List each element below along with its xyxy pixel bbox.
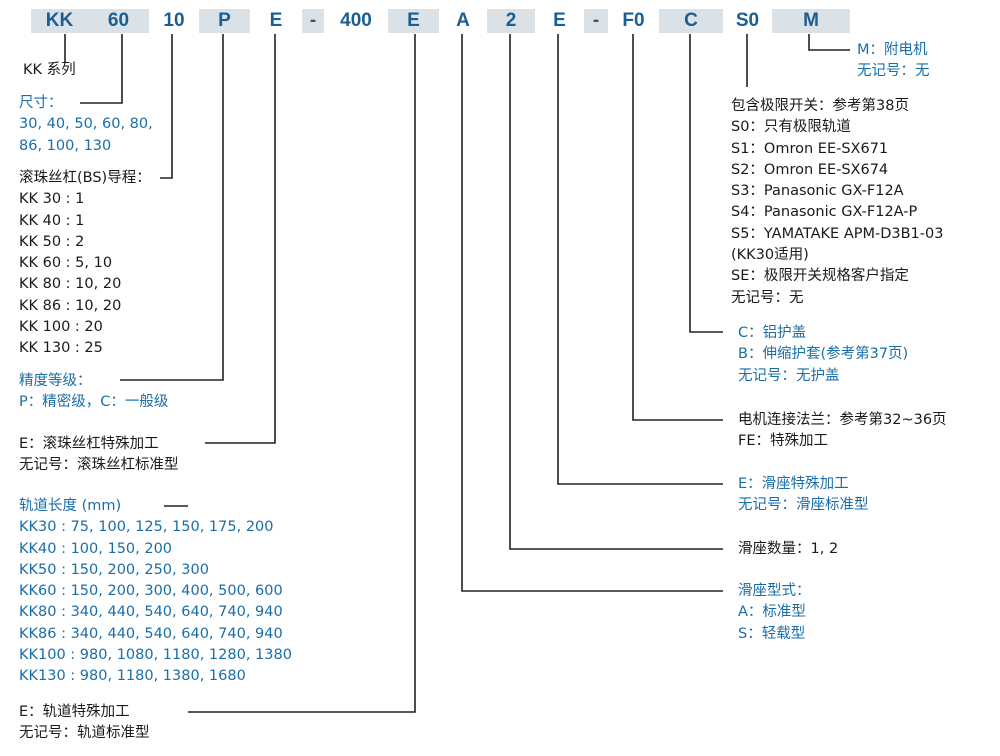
lead-line: KK 80 : 10, 20 (19, 276, 122, 293)
slider-special-line: 无记号：滑座标准型 (738, 497, 869, 514)
code-segment-motor: M (772, 9, 850, 33)
limit-switch-line: S0：只有极限轨道 (731, 119, 851, 136)
code-segment-screw-special: E (269, 10, 283, 31)
screw-special-line: E：滚珠丝杠特殊加工 (19, 436, 159, 452)
code-segment-accuracy: P (199, 9, 250, 33)
code-segment-rail-special: E (388, 9, 439, 33)
code-segment-dash-1: - (302, 9, 324, 33)
slider-special-block: E：滑座特殊加工 无记号：滑座标准型 (738, 474, 869, 517)
lead-line: KK 30 : 1 (19, 191, 85, 208)
slider-count-block: 滑座数量：1, 2 (738, 539, 838, 560)
lead-line: KK 100 : 20 (19, 319, 103, 336)
slider-type-line: S：轻载型 (738, 625, 806, 642)
lead-line: KK 50 : 2 (19, 233, 85, 250)
rail-length-line: KK50 : 150, 200, 250, 300 (19, 561, 209, 578)
limit-switch-line: 无记号：无 (731, 289, 804, 306)
limit-switch-line: S4：Panasonic GX-F12A-P (731, 204, 918, 221)
rail-special-block: E：轨道特殊加工 无记号：轨道标准型 (19, 702, 150, 745)
rail-length-line: KK60 : 150, 200, 300, 400, 500, 600 (19, 583, 283, 600)
code-segment-flange: F0 (622, 10, 645, 31)
lead-line: KK 40 : 1 (19, 212, 85, 229)
rail-length-line: KK86 : 340, 440, 540, 640, 740, 940 (19, 625, 283, 642)
limit-switch-line: 包含极限开关：参考第38页 (731, 98, 909, 114)
screw-special-line: 无记号：滚珠丝杠标准型 (19, 457, 179, 474)
size-line: 86, 100, 130 (19, 137, 112, 154)
code-segment-slider-special: E (553, 10, 566, 31)
motor-line: 无记号：无 (857, 63, 930, 80)
rail-special-line: 无记号：轨道标准型 (19, 725, 150, 742)
code-segment-lead: 10 (163, 10, 185, 31)
screw-special-block: E：滚珠丝杠特殊加工 无记号：滚珠丝杠标准型 (19, 434, 179, 477)
rail-length-line: KK80 : 340, 440, 540, 640, 740, 940 (19, 604, 283, 621)
code-segment-size: 60 (88, 9, 149, 33)
rail-length-line: KK130 : 980, 1180, 1380, 1680 (19, 668, 246, 685)
limit-switch-line: S3：Panasonic GX-F12A (731, 183, 904, 200)
lead-line: KK 130 : 25 (19, 340, 103, 357)
code-segment-rail-length: 400 (340, 10, 372, 31)
flange-line: 电机连接法兰：参考第32~36页 (738, 412, 947, 428)
accuracy-line: P：精密级，C：一般级 (19, 394, 169, 411)
rail-length-line: KK30 : 75, 100, 125, 150, 175, 200 (19, 519, 274, 536)
rail-length-line: KK100 : 980, 1080, 1180, 1280, 1380 (19, 647, 292, 664)
code-segment-limit-switch: S0 (735, 10, 760, 31)
flange-block: 电机连接法兰：参考第32~36页 FE：特殊加工 (738, 410, 947, 453)
code-segment-slider-type: A (456, 10, 470, 31)
rail-length-line: KK40 : 100, 150, 200 (19, 540, 173, 557)
accuracy-block: 精度等级： P：精密级，C：一般级 (19, 371, 168, 414)
limit-switch-line: S2：Omron EE-SX674 (731, 161, 889, 178)
lead-line: KK 86 : 10, 20 (19, 297, 122, 314)
motor-line: M：附电机 (857, 42, 928, 58)
flange-line: FE：特殊加工 (738, 433, 829, 450)
code-segment-dash-2: - (584, 9, 608, 33)
code-segment-cover: C (659, 9, 723, 33)
limit-switch-line: (KK30适用) (731, 247, 809, 264)
size-block: 尺寸： 30, 40, 50, 60, 80, 86, 100, 130 (19, 93, 153, 157)
slider-type-line: 滑座型式： (738, 583, 811, 599)
code-segment-series: KK (31, 9, 88, 33)
cover-line: C：铝护盖 (738, 325, 807, 341)
slider-count-line: 滑座数量：1, 2 (738, 541, 839, 557)
slider-special-line: E：滑座特殊加工 (738, 476, 849, 492)
lead-title: 滚珠丝杠(BS)导程： (19, 170, 151, 186)
lead-line: KK 60 : 5, 10 (19, 255, 113, 272)
limit-switch-line: S5：YAMATAKE APM-D3B1-03 (731, 225, 944, 242)
cover-block: C：铝护盖 B：伸缩护套(参考第37页) 无记号：无护盖 (738, 323, 908, 387)
cover-line: 无记号：无护盖 (738, 367, 840, 384)
lead-block: 滚珠丝杠(BS)导程： KK 30 : 1 KK 40 : 1 KK 50 : … (19, 168, 151, 360)
motor-block: M：附电机 无记号：无 (857, 40, 930, 83)
rail-special-line: E：轨道特殊加工 (19, 704, 130, 720)
rail-length-block: 轨道长度 (mm) KK30 : 75, 100, 125, 150, 175,… (19, 496, 292, 688)
rail-length-title: 轨道长度 (mm) (19, 498, 122, 514)
limit-switch-line: SE：极限开关规格客户指定 (731, 268, 909, 285)
limit-switch-block: 包含极限开关：参考第38页 S0：只有极限轨道 S1：Omron EE-SX67… (731, 96, 943, 309)
size-line: 30, 40, 50, 60, 80, (19, 116, 153, 133)
slider-type-line: A：标准型 (738, 604, 806, 621)
series-label: KK 系列 (23, 62, 76, 78)
code-segment-slider-count: 2 (487, 9, 535, 33)
model-code-bar: KK 60 10 P E - 400 E A 2 E - F0 C S0 M (0, 0, 1000, 40)
slider-type-block: 滑座型式： A：标准型 S：轻载型 (738, 581, 811, 645)
cover-line: B：伸缩护套(参考第37页) (738, 346, 909, 363)
limit-switch-line: S1：Omron EE-SX671 (731, 140, 889, 157)
size-title: 尺寸： (19, 95, 63, 111)
accuracy-title: 精度等级： (19, 373, 92, 389)
